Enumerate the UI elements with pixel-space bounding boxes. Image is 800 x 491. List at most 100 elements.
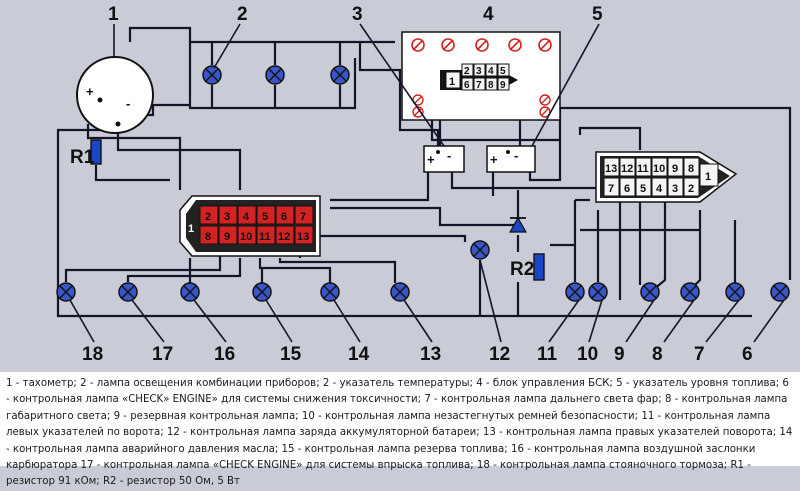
bsk-led-icon — [412, 106, 424, 118]
lamp-instrument-lighting-2 — [265, 65, 285, 85]
right-connector-pin-label: 2 — [688, 183, 694, 195]
lamp-8 — [680, 282, 700, 302]
bsk-pin-label: 8 — [488, 80, 494, 91]
lamp-11 — [565, 282, 585, 302]
right-connector-pin — [619, 177, 636, 197]
label-1: 1 — [108, 4, 119, 25]
red-connector-pin — [256, 225, 276, 245]
lamp-18 — [56, 282, 76, 302]
lamp-13 — [390, 282, 410, 302]
red-connector-pin-label: 6 — [281, 211, 287, 223]
right-connector-pin — [651, 177, 668, 197]
lamp-label-14: 14 — [348, 344, 370, 365]
red-connector-pin-label: 8 — [205, 231, 211, 243]
red-connector-pin-label: 13 — [297, 231, 309, 243]
right-connector-pin — [603, 157, 620, 177]
red-connector-pin — [275, 225, 295, 245]
lamp-16 — [180, 282, 200, 302]
bsk-led-icon — [475, 38, 489, 52]
lamp-6 — [770, 282, 790, 302]
svg-text:-: - — [514, 148, 518, 163]
bsk-pin — [473, 77, 486, 91]
svg-text:+: + — [86, 84, 94, 99]
lamp-instrument-lighting-3 — [330, 65, 350, 85]
svg-text:R2: R2 — [510, 259, 534, 280]
label-4: 4 — [483, 4, 494, 25]
lamp-label-8: 8 — [652, 344, 663, 365]
right-connector-pin-label: 9 — [672, 163, 678, 175]
right-connector-pin — [667, 177, 684, 197]
resistor-r1: R1 — [70, 139, 102, 168]
lamp-label-16: 16 — [214, 344, 235, 365]
bsk-pin-label: 3 — [476, 66, 482, 77]
right-connector-pin — [651, 157, 668, 177]
red-connector-pin-label: 2 — [205, 211, 211, 223]
lamp-label-17: 17 — [152, 344, 173, 365]
figure-caption: 1 - тахометр; 2 - лампа освещения комбин… — [0, 372, 800, 487]
bsk-led-icon — [538, 38, 552, 52]
red-connector-pin — [294, 205, 314, 225]
right-connector-pin-label: 10 — [653, 163, 665, 175]
bsk-pin — [485, 63, 498, 77]
fuel-gauge-terminal-box: + - — [486, 145, 536, 173]
red-connector-pin-label: 7 — [300, 211, 306, 223]
red-connector-pin-label: 11 — [259, 231, 271, 243]
svg-text:1: 1 — [188, 223, 194, 235]
red-connector-pin — [199, 225, 219, 245]
right-connector-pin-label: 6 — [624, 183, 630, 195]
right-connector-pin-label: 4 — [656, 183, 663, 195]
lamp-label-9: 9 — [614, 344, 625, 365]
red-connector-pin — [275, 205, 295, 225]
bsk-led-icon — [508, 38, 522, 52]
lamp-label-18: 18 — [82, 344, 103, 365]
right-connector-pin — [635, 177, 652, 197]
tachometer: + - — [76, 56, 154, 134]
right-connector-pin — [667, 157, 684, 177]
right-connector-pin-label: 8 — [688, 163, 694, 175]
right-connector-pin — [619, 157, 636, 177]
bsk-pin — [445, 71, 461, 89]
right-connector-pin — [635, 157, 652, 177]
lamp-label-15: 15 — [280, 344, 302, 365]
lamp-label-7: 7 — [694, 344, 705, 365]
right-connector-pin-label: 13 — [605, 163, 617, 175]
bsk-pin — [497, 77, 510, 91]
red-connector-pin — [237, 225, 257, 245]
red-connector-pin-label: 12 — [278, 231, 290, 243]
bsk-pin — [473, 63, 486, 77]
lamp-label-12: 12 — [489, 344, 510, 365]
bsk-pin-label: 2 — [464, 66, 470, 77]
label-2: 2 — [237, 4, 248, 25]
right-connector-pin-label: 12 — [621, 163, 633, 175]
red-connector-pin-label: 3 — [224, 211, 230, 223]
red-connector-pin — [199, 205, 219, 225]
bsk-pin — [497, 63, 510, 77]
bsk-pin-label: 5 — [500, 66, 506, 77]
svg-text:+: + — [427, 152, 435, 167]
right-connector-pin — [603, 177, 620, 197]
svg-text:1: 1 — [705, 171, 711, 183]
bsk-pin-label: 7 — [476, 80, 482, 91]
bsk-led-icon — [411, 38, 425, 52]
diode — [508, 216, 528, 233]
red-connector-pin — [218, 205, 238, 225]
resistor-r2: R2 — [510, 253, 545, 281]
right-connector-pin-label: 5 — [640, 183, 646, 195]
bsk-pin-label: 6 — [464, 80, 470, 91]
lamp-9 — [640, 282, 660, 302]
right-connector-pin-label: 3 — [672, 183, 678, 195]
svg-text:-: - — [126, 96, 130, 111]
lamp-label-11: 11 — [537, 344, 558, 365]
red-connector-pin — [294, 225, 314, 245]
label-3: 3 — [352, 4, 363, 25]
lamp-15 — [252, 282, 272, 302]
bsk-led-icon — [539, 94, 551, 106]
bsk-terminal-box: + - — [423, 145, 465, 173]
lamp-14 — [320, 282, 340, 302]
right-connector-pin-label: 11 — [637, 163, 649, 175]
